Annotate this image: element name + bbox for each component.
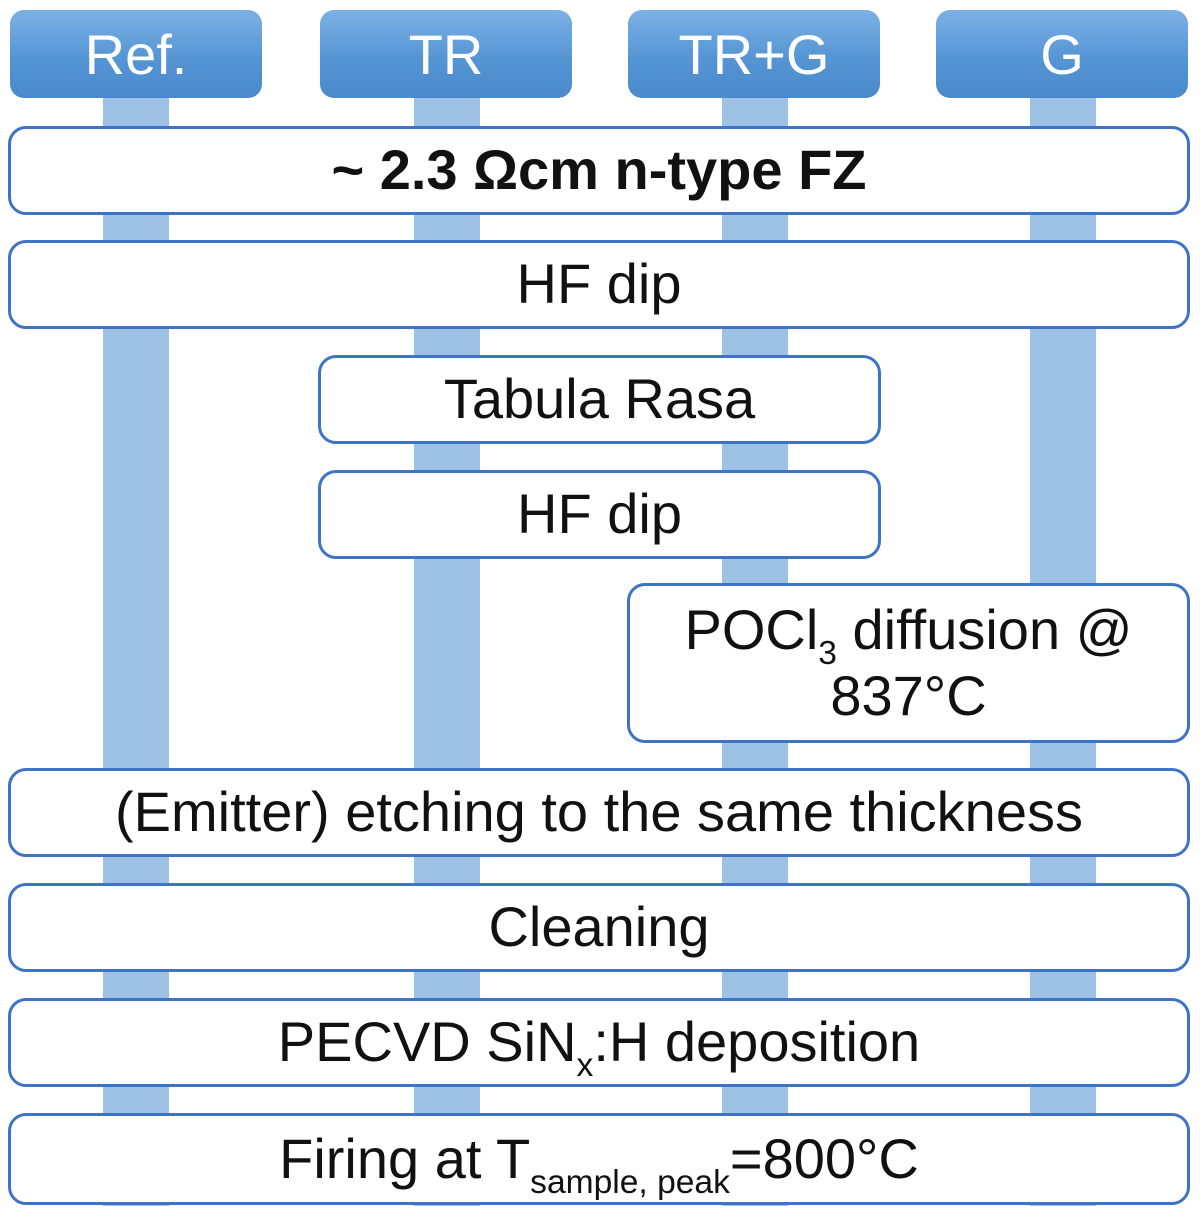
step-substrate: ~ 2.3 Ωcm n-type FZ [8, 126, 1190, 215]
step-pecvd-deposition: PECVD SiNx:H deposition [8, 998, 1190, 1087]
column-header-tr: TR [320, 10, 572, 98]
pecvd-prefix: PECVD SiN [277, 1010, 577, 1074]
step-firing: Firing at Tsample, peak=800°C [8, 1113, 1190, 1205]
step-substrate-label: ~ 2.3 Ωcm n-type FZ [331, 138, 867, 202]
step-tabula-rasa: Tabula Rasa [318, 355, 881, 444]
step-emitter-etching-label: (Emitter) etching to the same thickness [115, 780, 1083, 844]
column-header-tr-g: TR+G [628, 10, 880, 98]
column-header-g: G [936, 10, 1188, 98]
pecvd-suffix: :H deposition [593, 1010, 921, 1074]
pocl3-subscript: 3 [818, 635, 837, 673]
step-pocl3-diffusion: POCl3 diffusion @ 837°C [627, 583, 1190, 743]
step-hf-dip-all-label: HF dip [516, 252, 682, 316]
firing-suffix: =800°C [729, 1126, 919, 1190]
step-firing-label: Firing at Tsample, peak=800°C [279, 1126, 919, 1199]
firing-subscript: sample, peak [530, 1164, 730, 1202]
step-hf-dip-tr-label: HF dip [517, 482, 682, 546]
column-header-ref: Ref. [10, 10, 262, 98]
step-pocl3-line1: POCl3 diffusion @ [684, 597, 1133, 670]
step-pecvd-label: PECVD SiNx:H deposition [277, 1009, 921, 1082]
step-emitter-etching: (Emitter) etching to the same thickness [8, 768, 1190, 857]
firing-prefix: Firing at T [279, 1126, 531, 1190]
pocl3-suffix: diffusion @ [836, 597, 1133, 661]
step-hf-dip-all: HF dip [8, 240, 1190, 329]
step-pocl3-line2: 837°C [830, 664, 987, 727]
step-tabula-rasa-label: Tabula Rasa [443, 367, 756, 431]
pecvd-subscript: x [576, 1047, 594, 1085]
step-cleaning-label: Cleaning [488, 895, 710, 959]
pocl3-prefix: POCl [684, 597, 819, 661]
step-cleaning: Cleaning [8, 883, 1190, 972]
step-hf-dip-tr: HF dip [318, 470, 881, 559]
